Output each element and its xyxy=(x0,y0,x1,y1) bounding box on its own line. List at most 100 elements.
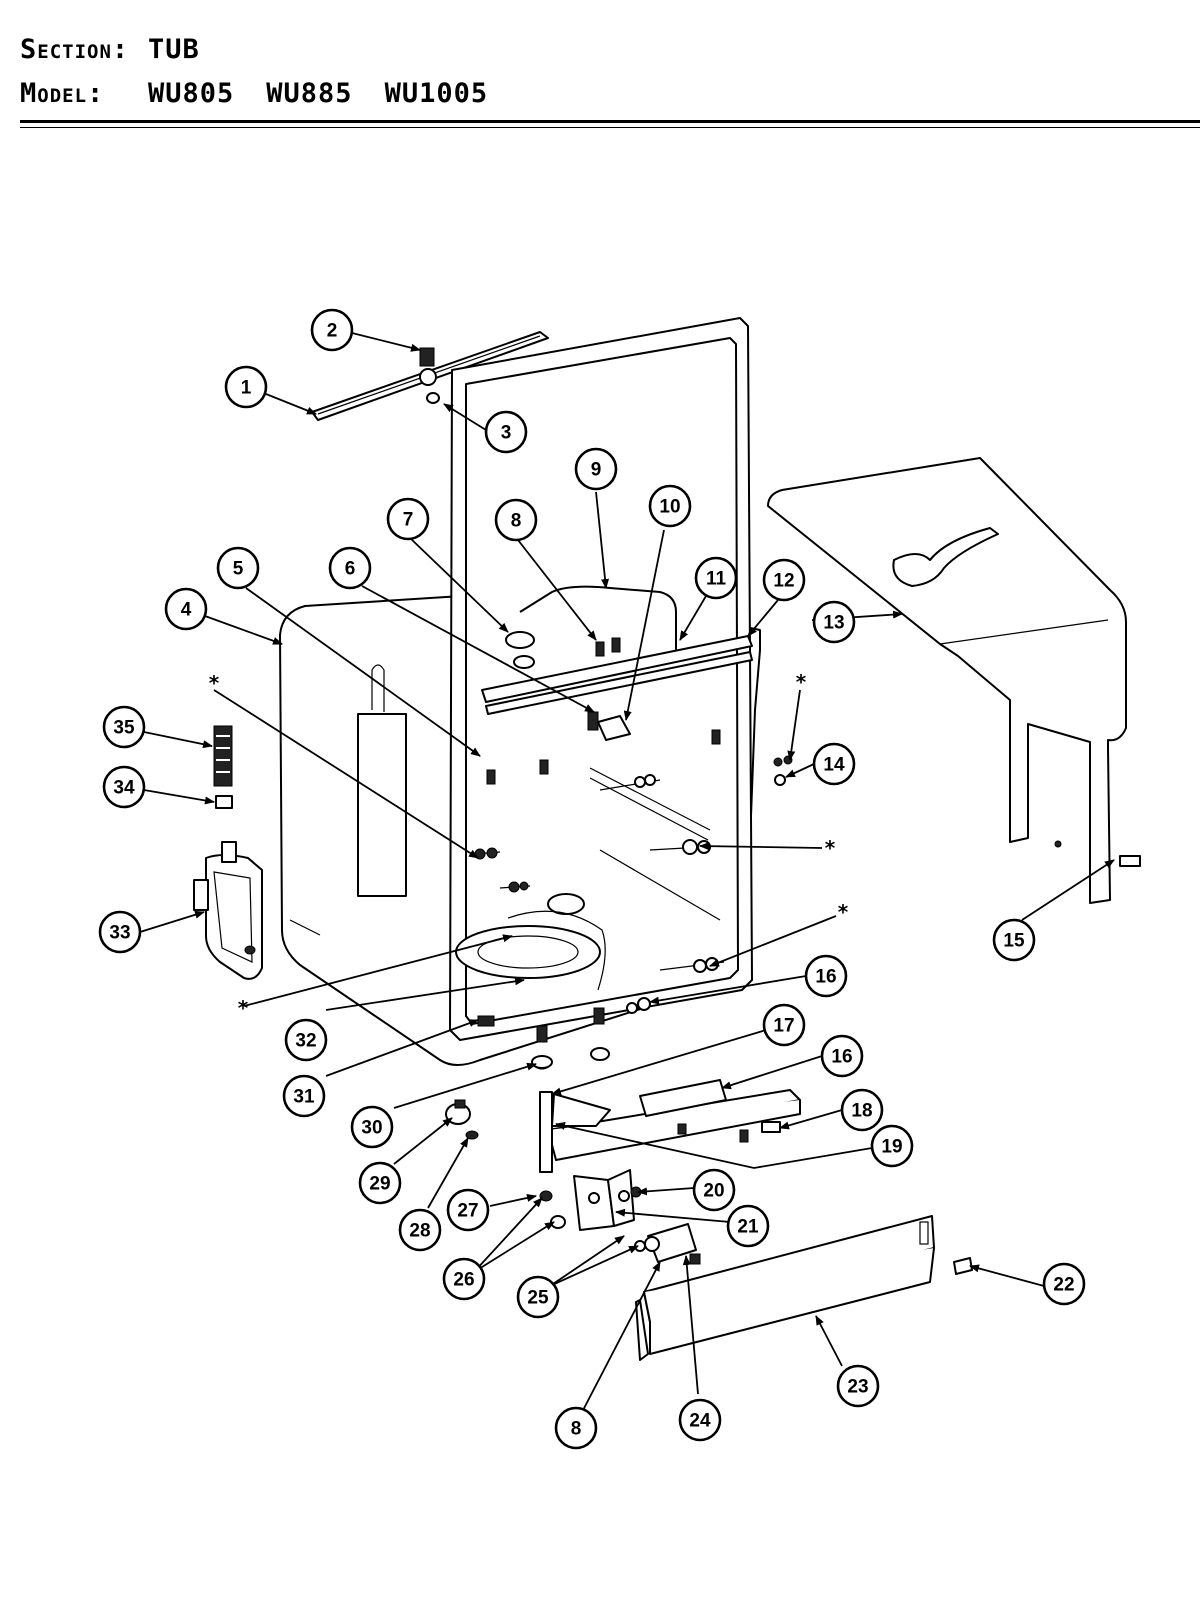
section-value: TUB xyxy=(148,34,200,65)
callout-21: 21 xyxy=(726,1204,770,1248)
model-label: Model: xyxy=(20,78,105,109)
svg-text:29: 29 xyxy=(369,1174,390,1195)
dispenser-assembly xyxy=(193,725,263,980)
callout-10: 10 xyxy=(648,484,692,528)
asterisk-marker: * xyxy=(838,900,849,924)
callout-6: 6 xyxy=(328,546,372,590)
svg-text:3: 3 xyxy=(501,423,512,444)
callout-8b: 8 xyxy=(554,1406,598,1450)
svg-text:28: 28 xyxy=(409,1221,430,1242)
svg-text:9: 9 xyxy=(591,460,602,481)
callout-5: 5 xyxy=(216,546,260,590)
svg-text:19: 19 xyxy=(881,1137,902,1158)
callout-18: 18 xyxy=(840,1088,884,1132)
svg-text:2: 2 xyxy=(327,321,338,342)
callout-30: 30 xyxy=(350,1105,394,1149)
svg-text:6: 6 xyxy=(345,559,356,580)
svg-text:16: 16 xyxy=(815,967,836,988)
callout-28: 28 xyxy=(398,1208,442,1252)
svg-text:10: 10 xyxy=(659,497,680,518)
model-2: WU885 xyxy=(266,78,353,109)
cover-panel xyxy=(767,457,1141,904)
callout-8: 8 xyxy=(494,498,538,542)
callout-23: 23 xyxy=(836,1364,880,1408)
callout-32: 32 xyxy=(284,1018,328,1062)
svg-text:23: 23 xyxy=(847,1377,868,1398)
svg-text:35: 35 xyxy=(113,718,135,739)
asterisk-marker: * xyxy=(796,670,807,694)
svg-text:16: 16 xyxy=(831,1047,852,1068)
callout-9: 9 xyxy=(574,447,618,491)
svg-text:22: 22 xyxy=(1053,1275,1074,1296)
header-rule-thin xyxy=(20,127,1200,128)
callouts: 1 2 3 4 5 6 7 8 9 10 11 12 13 14 15 16 1… xyxy=(98,308,1086,1450)
kick-panel xyxy=(635,1215,973,1361)
callout-4: 4 xyxy=(164,587,208,631)
svg-text:21: 21 xyxy=(737,1217,759,1238)
svg-text:15: 15 xyxy=(1003,931,1025,952)
svg-text:14: 14 xyxy=(823,755,845,776)
svg-text:20: 20 xyxy=(703,1181,724,1202)
callout-24: 24 xyxy=(678,1398,722,1442)
callout-31: 31 xyxy=(282,1074,326,1118)
lower-rail xyxy=(547,1079,801,1161)
spray-arm xyxy=(311,331,549,421)
svg-text:1: 1 xyxy=(241,378,252,399)
asterisk-marker: * xyxy=(209,671,220,695)
callout-25: 25 xyxy=(516,1275,560,1319)
svg-text:26: 26 xyxy=(453,1270,474,1291)
svg-text:8: 8 xyxy=(511,511,522,532)
svg-text:13: 13 xyxy=(823,613,844,634)
callout-13: 13 xyxy=(812,600,856,644)
svg-text:30: 30 xyxy=(361,1118,382,1139)
model-line: Model: WU805 WU885 WU1005 xyxy=(20,72,520,116)
callout-16b: 16 xyxy=(820,1034,864,1078)
asterisk-marker: * xyxy=(238,996,249,1020)
svg-text:24: 24 xyxy=(689,1411,711,1432)
callout-33: 33 xyxy=(98,910,142,954)
svg-text:5: 5 xyxy=(233,559,244,580)
callout-29: 29 xyxy=(358,1161,402,1205)
header-rule-thick xyxy=(20,120,1200,123)
svg-text:33: 33 xyxy=(109,923,130,944)
hinge-bracket-assembly xyxy=(539,1091,701,1265)
callout-16: 16 xyxy=(804,954,848,998)
callout-26: 26 xyxy=(442,1257,486,1301)
svg-text:32: 32 xyxy=(295,1031,316,1052)
svg-text:7: 7 xyxy=(403,510,414,531)
leader-lines xyxy=(139,332,1115,1417)
section-line: Section: TUB xyxy=(20,28,520,72)
callout-3: 3 xyxy=(484,410,528,454)
callout-17: 17 xyxy=(762,1003,806,1047)
lower-parts xyxy=(445,1055,553,1140)
top-rail xyxy=(481,585,753,741)
svg-text:12: 12 xyxy=(773,571,794,592)
model-3: WU1005 xyxy=(384,78,489,109)
callout-7: 7 xyxy=(386,497,430,541)
svg-text:17: 17 xyxy=(773,1016,794,1037)
svg-text:27: 27 xyxy=(457,1201,478,1222)
callout-14: 14 xyxy=(812,742,856,786)
callout-2: 2 xyxy=(310,308,354,352)
svg-text:11: 11 xyxy=(706,569,727,590)
callout-19: 19 xyxy=(870,1124,914,1168)
section-label: Section: xyxy=(20,34,130,65)
callout-22: 22 xyxy=(1042,1262,1086,1306)
asterisk-marker: * xyxy=(825,836,836,860)
asterisk-markers: * * * * * xyxy=(209,670,849,1020)
callout-1: 1 xyxy=(224,365,268,409)
svg-text:4: 4 xyxy=(181,600,192,621)
callout-15: 15 xyxy=(992,918,1036,962)
svg-text:18: 18 xyxy=(851,1101,872,1122)
svg-text:25: 25 xyxy=(527,1288,549,1309)
callout-35: 35 xyxy=(102,705,146,749)
model-1: WU805 xyxy=(148,78,235,109)
svg-text:34: 34 xyxy=(113,778,135,799)
callout-12: 12 xyxy=(762,558,806,602)
page-header: Section: TUB Model: WU805 WU885 WU1005 xyxy=(20,28,520,116)
callout-20: 20 xyxy=(692,1168,736,1212)
svg-text:8: 8 xyxy=(571,1419,582,1440)
svg-text:31: 31 xyxy=(293,1087,315,1108)
callout-34: 34 xyxy=(102,765,146,809)
